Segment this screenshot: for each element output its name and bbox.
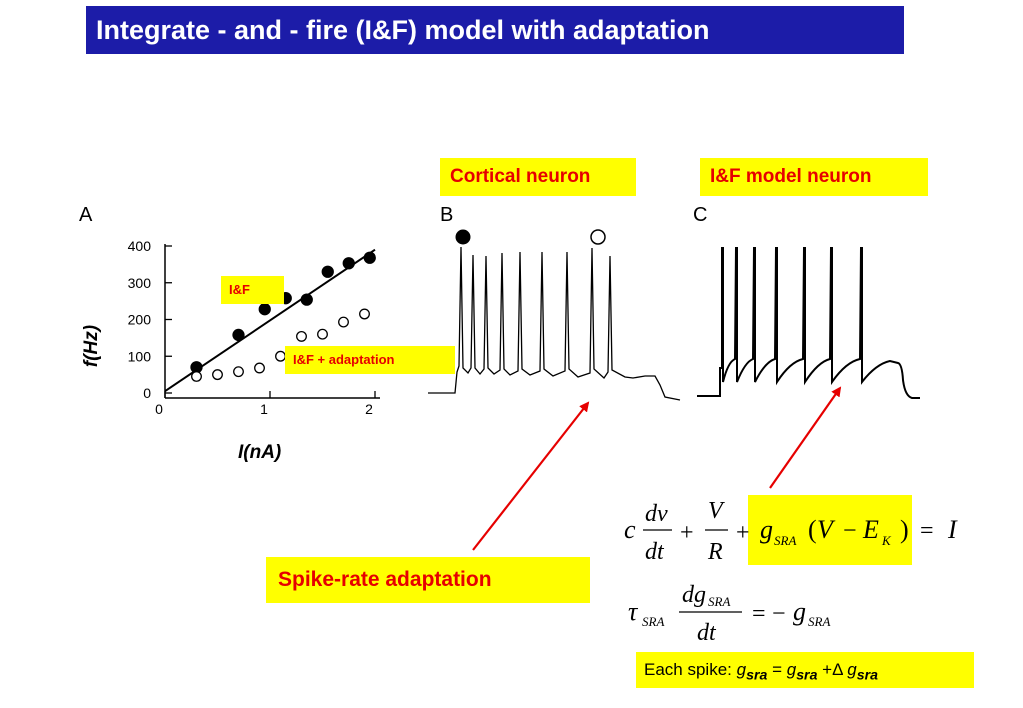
eq1-dt: dt bbox=[645, 539, 665, 565]
equation-highlight bbox=[748, 495, 912, 565]
model-voltage-trace bbox=[697, 247, 920, 399]
spike-rate-adaptation-label: Spike-rate adaptation bbox=[266, 557, 590, 603]
each-spike-prefix: Each spike: bbox=[644, 660, 737, 679]
y-tick-label-1: 100 bbox=[128, 348, 152, 364]
eq1-minus: − bbox=[843, 518, 857, 544]
eq1-K-subscript: K bbox=[881, 533, 892, 548]
slide-title: Integrate - and - fire (I&F) model with … bbox=[86, 6, 904, 54]
if-adaptation-point-2 bbox=[233, 366, 244, 378]
each-spike-delta: Δ bbox=[832, 660, 843, 679]
panel-label-c: C bbox=[693, 204, 708, 226]
eq2-g: g bbox=[793, 597, 806, 626]
eq1-sra-subscript: SRA bbox=[774, 533, 796, 548]
eq1-plus-2: + bbox=[736, 520, 750, 546]
if-point-6 bbox=[342, 257, 355, 270]
each-spike-g3: g bbox=[847, 660, 857, 679]
y-tick-label-3: 300 bbox=[128, 275, 152, 291]
filled-circle-marker bbox=[455, 229, 471, 245]
if-adaptation-point-4 bbox=[275, 350, 286, 362]
eq1-equals: = bbox=[920, 518, 934, 544]
cortical-voltage-trace bbox=[428, 246, 681, 401]
each-spike-sra1: sra bbox=[746, 667, 768, 684]
each-spike-sra3: sra bbox=[856, 667, 878, 684]
if-adaptation-point-5 bbox=[296, 330, 307, 342]
y-tick-label-0: 0 bbox=[143, 385, 151, 401]
model-neuron-label: I&F model neuron bbox=[700, 158, 928, 196]
if-point-1 bbox=[232, 328, 245, 342]
each-spike-plus: + bbox=[817, 660, 833, 679]
eq1-Vm: V bbox=[817, 515, 836, 544]
panel-label-b: B bbox=[440, 204, 454, 226]
if-adaptation-legend-label: I&F + adaptation bbox=[285, 346, 455, 374]
eq2-g-subscript: SRA bbox=[808, 614, 830, 629]
x-tick-label-2: 2 bbox=[365, 401, 373, 417]
if-point-5 bbox=[321, 265, 334, 278]
if-legend-label: I&F bbox=[221, 276, 284, 304]
eq1-open-paren: ( bbox=[808, 515, 817, 544]
eq2-dg-subscript: SRA bbox=[708, 594, 730, 609]
eq1-close-paren: ) bbox=[900, 515, 909, 544]
eq2-tau: τ bbox=[628, 597, 639, 626]
arrow-to-cortical bbox=[472, 401, 590, 551]
adaptation-equation: τ SRA dg SRA dt = − g SRA bbox=[628, 582, 830, 646]
cortical-neuron-label: Cortical neuron bbox=[440, 158, 636, 196]
eq2-equals: = bbox=[752, 601, 766, 627]
if-point-7 bbox=[363, 251, 376, 264]
eq1-E: E bbox=[862, 515, 879, 544]
y-tick-label-4: 400 bbox=[128, 238, 152, 254]
eq1-plus-1: + bbox=[680, 520, 694, 546]
eq1-I: I bbox=[947, 515, 958, 544]
y-tick-label-2: 200 bbox=[128, 312, 152, 328]
x-axis-title: I(nA) bbox=[238, 442, 282, 463]
if-adaptation-point-7 bbox=[338, 316, 349, 328]
if-adaptation-point-0 bbox=[191, 371, 202, 382]
eq2-dg: dg bbox=[682, 582, 706, 608]
arrow-to-model bbox=[769, 386, 842, 489]
if-point-4 bbox=[300, 293, 313, 306]
each-spike-eq: = bbox=[767, 660, 787, 679]
open-circle-marker bbox=[590, 229, 606, 245]
each-spike-g2: g bbox=[786, 660, 797, 679]
eq2-minus: − bbox=[772, 601, 786, 627]
y-ticks: 0 100 200 300 400 bbox=[128, 238, 172, 401]
each-spike-sra2: sra bbox=[796, 667, 818, 684]
membrane-equation: c dv dt + V R + g SRA ( V − E K ) = I bbox=[624, 498, 958, 565]
eq1-g: g bbox=[760, 515, 773, 544]
x-tick-label-1: 1 bbox=[260, 401, 268, 417]
if-adaptation-point-1 bbox=[212, 369, 223, 381]
if-adaptation-point-3 bbox=[254, 362, 265, 374]
if-point-2 bbox=[258, 303, 271, 316]
eq1-R: R bbox=[707, 539, 723, 565]
x-ticks: 0 1 2 bbox=[155, 391, 376, 417]
eq2-dt: dt bbox=[697, 620, 717, 646]
each-spike-rule: Each spike: gsra = gsra +Δ gsra bbox=[636, 652, 974, 688]
if-adaptation-point-6 bbox=[317, 328, 328, 340]
eq1-dv: dv bbox=[645, 501, 668, 527]
if-adaptation-point-8 bbox=[359, 308, 370, 320]
panel-label-a: A bbox=[79, 204, 93, 226]
eq2-tau-subscript: SRA bbox=[642, 614, 664, 629]
each-spike-g1: g bbox=[736, 660, 747, 679]
x-tick-label-0: 0 bbox=[155, 401, 163, 417]
eq1-V: V bbox=[708, 498, 725, 524]
eq1-c: c bbox=[624, 515, 636, 544]
